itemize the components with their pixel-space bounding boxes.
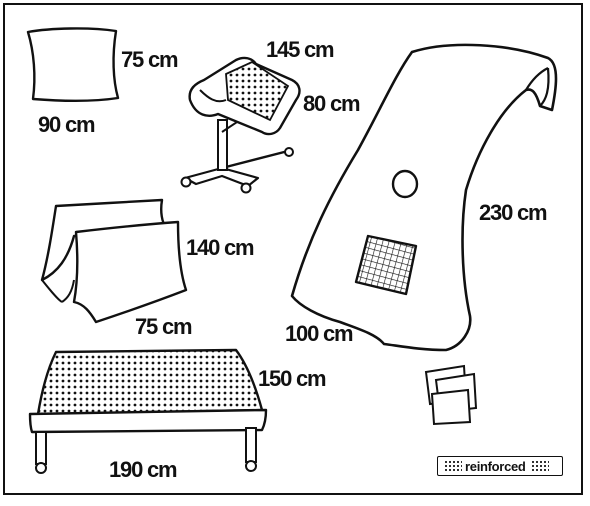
side-drape-height-label: 140 cm [186, 235, 255, 260]
side-drape-width-label: 75 cm [135, 314, 193, 339]
mayo-cover-width-label: 80 cm [303, 91, 361, 116]
large-drape-drawing [290, 43, 558, 352]
table-cover-length-label: 190 cm [109, 457, 178, 482]
towel-width-label: 90 cm [38, 112, 96, 137]
side-drapes-drawing [40, 198, 188, 324]
table-cover-width-label: 150 cm [258, 366, 327, 391]
large-drape-width-label: 100 cm [285, 321, 354, 346]
small-towels-drawing [424, 364, 478, 426]
mayo-stand-drawing [180, 56, 301, 194]
dot-pattern-icon [530, 460, 549, 472]
large-drape-length-label: 230 cm [479, 200, 548, 225]
towel-height-label: 75 cm [121, 47, 179, 72]
legend-label: reinforced [465, 458, 526, 474]
mayo-cover-length-label: 145 cm [266, 37, 335, 62]
towel-drawing [26, 27, 120, 102]
dot-pattern-icon [444, 460, 462, 472]
reinforced-legend: reinforced [437, 456, 563, 476]
table-cover-drawing [28, 348, 268, 474]
